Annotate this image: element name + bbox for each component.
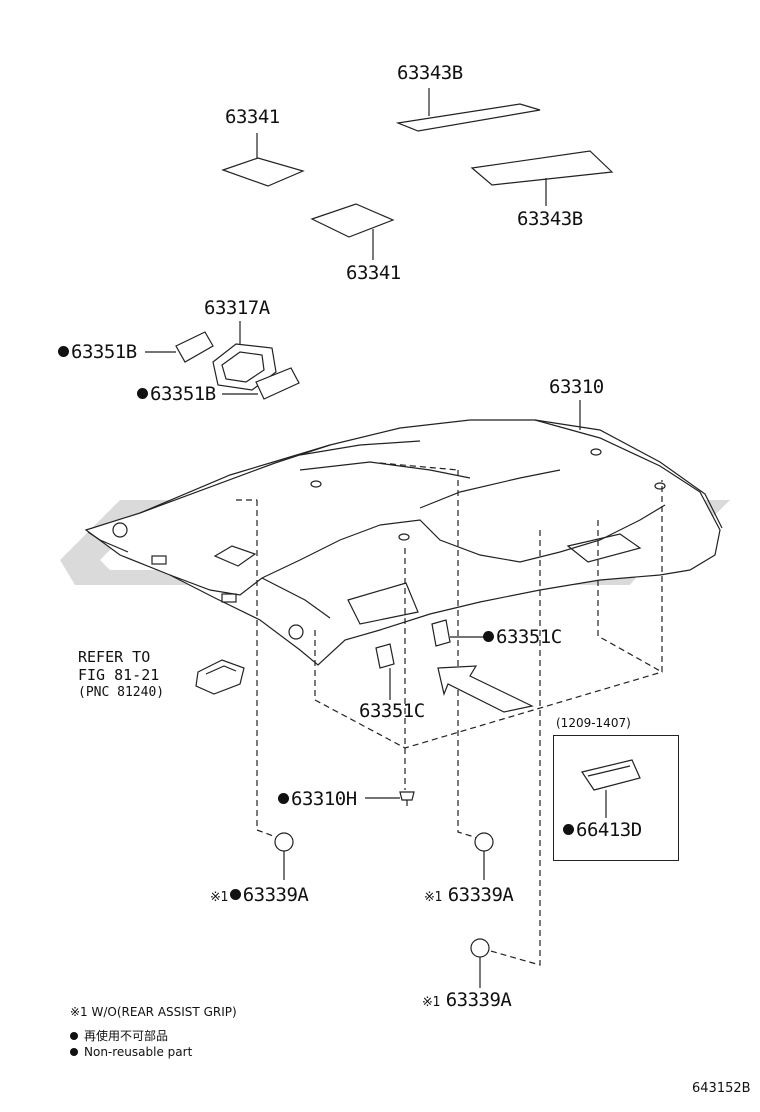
- label-63351b-1: 63351B: [58, 341, 137, 363]
- refer-line-3: (PNC 81240): [78, 685, 165, 700]
- label-63310: 63310: [549, 376, 604, 398]
- inset-period: (1209-1407): [556, 716, 631, 730]
- cap-63339a-3: [470, 938, 490, 958]
- pad-63343b-top: [395, 103, 541, 132]
- pad-63341-bottom: [310, 203, 395, 238]
- label-63317a: 63317A: [204, 297, 270, 319]
- figure-id: 643152B: [692, 1081, 751, 1096]
- inset-box: [553, 735, 679, 861]
- label-63310h: 63310H: [278, 788, 357, 810]
- nonreusable-dot: [278, 793, 289, 804]
- refer-line-1: REFER TO: [78, 648, 151, 666]
- cap-63339a-2: [474, 832, 494, 852]
- legend-nonreusable-en: Non-reusable part: [70, 1045, 192, 1059]
- nonreusable-dot: [563, 824, 574, 835]
- nonreusable-dot: [483, 631, 494, 642]
- label-63343b-top: 63343B: [397, 62, 463, 84]
- label-63343b-right: 63343B: [517, 208, 583, 230]
- nonreusable-dot: [70, 1048, 78, 1056]
- clip-63351c-right: [431, 619, 451, 647]
- nonreusable-dot: [229, 889, 241, 900]
- part-63351b-1: [175, 331, 214, 363]
- label-66413d: 66413D: [563, 819, 642, 841]
- view-arrow: [437, 665, 534, 713]
- label-63351c-right: 63351C: [483, 626, 562, 648]
- refer-line-2: FIG 81-21: [78, 666, 160, 684]
- label-63341-bottom: 63341: [346, 262, 401, 284]
- legend-note-1: ※1 W/O(REAR ASSIST GRIP): [70, 1005, 237, 1019]
- pad-63343b-right: [470, 150, 614, 186]
- label-63351b-2: 63351B: [137, 383, 216, 405]
- nonreusable-dot: [58, 346, 69, 357]
- clip-63310h: [399, 791, 415, 801]
- nonreusable-dot: [137, 388, 148, 399]
- part-63317a: [212, 343, 277, 391]
- pad-63341-top: [221, 157, 305, 187]
- part-refer-81240: [195, 659, 245, 695]
- legend-nonreusable-jp: 再使用不可部品: [70, 1027, 168, 1044]
- nonreusable-dot: [70, 1032, 78, 1040]
- label-63341-top: 63341: [225, 106, 280, 128]
- label-63351c-left: 63351C: [359, 700, 425, 722]
- cap-63339a-1: [274, 832, 294, 852]
- part-63351b-2: [255, 367, 300, 400]
- clip-63351c-left: [375, 643, 395, 669]
- headliner-63310: [84, 419, 721, 666]
